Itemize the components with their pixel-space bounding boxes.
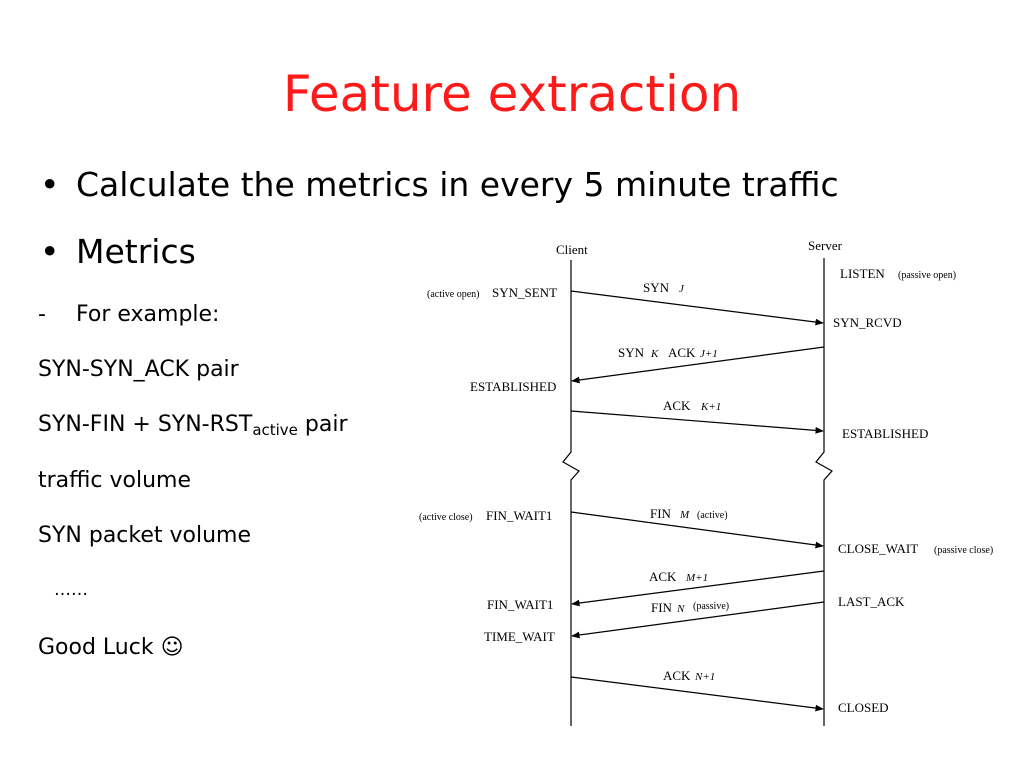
state-established-client: ESTABLISHED	[470, 379, 556, 394]
good-luck-line: Good Luck ☺	[38, 635, 184, 660]
for-example-line: - For example:	[38, 302, 219, 327]
syn-fin-prefix: SYN-FIN + SYN-RST	[38, 412, 253, 437]
msg-syn-j: J	[679, 283, 685, 295]
ellipsis-line: ……	[54, 580, 88, 600]
arrow-ack	[570, 410, 824, 434]
msg-ack-m1-num: M+1	[685, 572, 708, 584]
bullet-text: Calculate the metrics in every 5 minute …	[76, 165, 839, 204]
bullet-mark: •	[40, 232, 60, 271]
active-open-note: (active open)	[427, 289, 479, 300]
msg-fin-active: (active)	[697, 510, 728, 521]
state-established-server: ESTABLISHED	[842, 426, 928, 441]
slide-title: Feature extraction	[282, 65, 742, 123]
bullet-mark: •	[40, 165, 60, 204]
bullet-calculate-metrics: • Calculate the metrics in every 5 minute…	[40, 165, 839, 204]
dash-mark: -	[38, 302, 46, 327]
state-time-wait: TIME_WAIT	[484, 629, 555, 644]
syn-fin-suffix: pair	[297, 412, 348, 437]
state-syn-sent: SYN_SENT	[492, 285, 557, 300]
arrow-fin	[570, 511, 824, 549]
bullet-text: Metrics	[76, 232, 196, 271]
state-fin-wait1: FIN_WAIT1	[486, 508, 552, 523]
syn-packet-volume-line: SYN packet volume	[38, 523, 252, 548]
syn-ack-pair-line: SYN-SYN_ACK pair	[38, 357, 239, 382]
msg-ack-k1: ACK	[663, 398, 691, 413]
msg-fin-n-num: N	[676, 603, 685, 615]
state-fin-wait1-second: FIN_WAIT1	[487, 597, 553, 612]
for-example-text: For example:	[76, 302, 220, 327]
msg-ack-n1: ACK	[663, 668, 691, 683]
msg-fin-n: FIN	[651, 600, 673, 615]
msg-ack-m1: ACK	[649, 569, 677, 584]
msg-fin: FIN	[650, 506, 672, 521]
server-timeline	[815, 258, 833, 726]
client-timeline	[562, 260, 580, 726]
passive-open-note: (passive open)	[898, 270, 956, 281]
state-close-wait: CLOSE_WAIT	[838, 541, 918, 556]
arrow-syn	[570, 290, 824, 326]
client-header: Client	[556, 242, 588, 257]
tcp-state-diagram: Client Server (active open) SYN_SENT EST…	[419, 238, 993, 726]
msg-fin-m: M	[679, 509, 690, 521]
msg-fin-passive: (passive)	[693, 601, 729, 612]
state-last-ack: LAST_ACK	[838, 594, 905, 609]
bullet-metrics: • Metrics	[40, 232, 196, 271]
arrow-ack-m1	[571, 570, 825, 607]
arrow-ack-n1	[570, 676, 824, 712]
traffic-volume-line: traffic volume	[38, 468, 192, 493]
state-listen: LISTEN	[840, 266, 885, 281]
arrow-fin-n	[571, 601, 825, 639]
msg-synack-syn: SYN	[618, 345, 645, 360]
passive-close-note: (passive close)	[934, 545, 993, 556]
msg-ack-n1-num: N+1	[694, 671, 715, 683]
msg-synack-k: K	[650, 348, 659, 360]
msg-syn: SYN	[643, 280, 670, 295]
state-syn-rcvd: SYN_RCVD	[833, 315, 902, 330]
arrow-syn-ack	[571, 346, 825, 384]
active-close-note: (active close)	[419, 512, 473, 523]
msg-synack-j1: J+1	[700, 348, 718, 360]
msg-synack-ack: ACK	[668, 345, 696, 360]
server-header: Server	[808, 238, 843, 253]
syn-fin-subscript: active	[252, 421, 298, 439]
msg-ack-k1-num: K+1	[700, 401, 721, 413]
state-closed: CLOSED	[838, 700, 889, 715]
syn-fin-rst-line: SYN-FIN + SYN-RSTactive pair	[38, 412, 348, 439]
